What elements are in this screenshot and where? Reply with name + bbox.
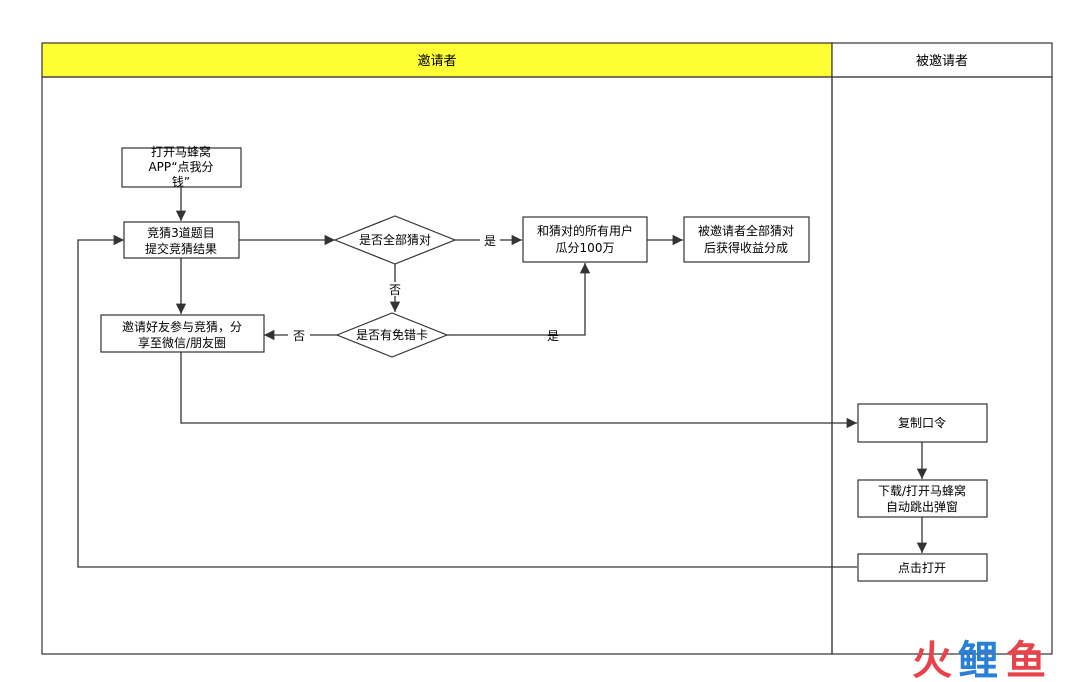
edge-label-no-1: 否 xyxy=(389,283,401,297)
node-invite-friends-line-2: 享至微信/朋友圈 xyxy=(138,335,226,350)
lane-title-invitee: 被邀请者 xyxy=(916,54,968,69)
edge-label-yes-1: 是 xyxy=(484,234,496,248)
node-guess-line-1: 竞猜3道题目 xyxy=(147,226,215,240)
node-copy-code-label: 复制口令 xyxy=(898,415,946,430)
node-invitee-share-line-2: 后获得收益分成 xyxy=(704,240,788,255)
node-download: 下载/打开马蜂窝 自动跳出弹窗 xyxy=(857,479,988,518)
edge-label-no-2: 否 xyxy=(293,329,305,343)
node-download-line-1: 下载/打开马蜂窝 xyxy=(878,483,966,498)
node-invitee-share: 被邀请者全部猜对 后获得收益分成 xyxy=(683,216,810,263)
watermark-char-2: 鲤 xyxy=(958,638,998,682)
edge-label-yes-2: 是 xyxy=(547,329,559,343)
node-copy-code: 复制口令 xyxy=(857,403,988,443)
watermark-char-1: 火 xyxy=(912,638,952,682)
node-click-open-label: 点击打开 xyxy=(898,561,946,575)
node-decision-all-correct: 是否全部猜对 xyxy=(333,215,457,265)
node-download-line-2: 自动跳出弹窗 xyxy=(886,500,958,514)
edge-invite-to-copy xyxy=(180,352,857,429)
node-open-app: 打开马蜂窝 APP“点我分 钱” xyxy=(121,144,242,189)
node-decision-free-card-label: 是否有免错卡 xyxy=(356,327,428,342)
node-invite-friends: 邀请好友参与竞猜，分 享至微信/朋友圈 xyxy=(100,314,265,353)
node-share-prize-line-1: 和猜对的所有用户 xyxy=(537,223,633,238)
node-open-app-line-3: 钱” xyxy=(172,174,190,189)
node-invitee-share-line-1: 被邀请者全部猜对 xyxy=(698,223,794,238)
node-click-open: 点击打开 xyxy=(857,553,988,582)
node-decision-free-card: 是否有免错卡 xyxy=(335,312,449,358)
lane-title-inviter: 邀请者 xyxy=(417,54,456,69)
node-guess-line-2: 提交竞猜结果 xyxy=(145,241,217,256)
node-open-app-line-1: 打开马蜂窝 xyxy=(151,144,211,159)
node-guess: 竞猜3道题目 提交竞猜结果 xyxy=(123,221,240,259)
edges xyxy=(77,187,928,568)
edge-click-back-to-guess xyxy=(77,234,857,568)
node-share-prize: 和猜对的所有用户 瓜分100万 xyxy=(522,216,648,263)
swimlane-invitee: 被邀请者 xyxy=(831,42,1053,655)
node-share-prize-line-2: 瓜分100万 xyxy=(556,241,615,255)
node-open-app-line-2: APP“点我分 xyxy=(148,160,213,174)
node-decision-all-correct-label: 是否全部猜对 xyxy=(359,232,431,247)
watermark-char-3: 鱼 xyxy=(1006,638,1046,682)
edge-free-card-yes xyxy=(446,263,591,336)
swimlane-inviter: 邀请者 xyxy=(41,42,833,655)
watermark-logo: 火 鲤 鱼 xyxy=(912,638,1046,682)
node-invite-friends-line-1: 邀请好友参与竞猜，分 xyxy=(122,319,242,334)
